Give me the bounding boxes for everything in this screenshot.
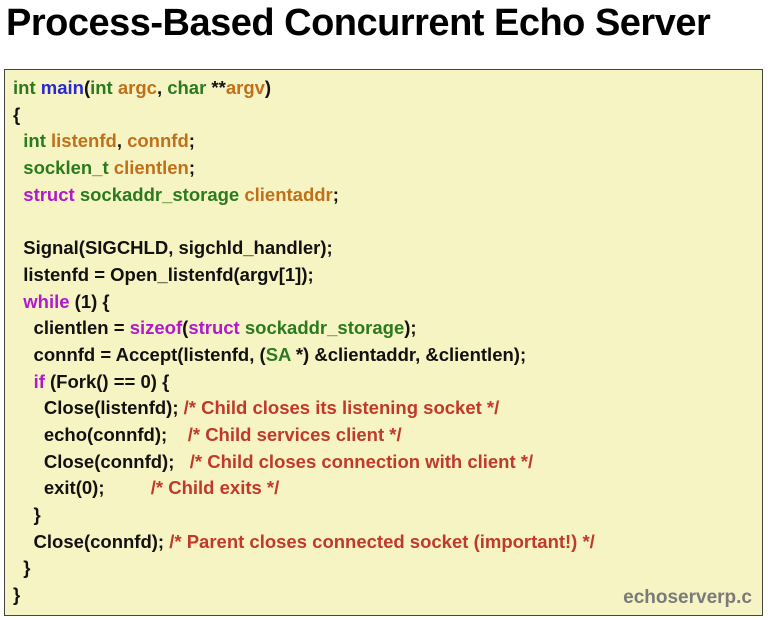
code-token: argv bbox=[225, 77, 265, 98]
code-line: echo(connfd); /* Child services client *… bbox=[13, 422, 595, 449]
code-line: struct sockaddr_storage clientaddr; bbox=[13, 182, 595, 209]
slide-title: Process-Based Concurrent Echo Server bbox=[6, 2, 711, 44]
code-token: *) &clientaddr, &clientlen); bbox=[290, 343, 527, 365]
code-line: clientlen = sizeof(struct sockaddr_stora… bbox=[13, 315, 595, 342]
code-line: Signal(SIGCHLD, sigchld_handler); bbox=[13, 235, 595, 262]
code-token: , bbox=[156, 77, 168, 98]
code-token: ** bbox=[206, 77, 226, 98]
code-token: } bbox=[13, 557, 31, 579]
code-line: int main(int argc, char **argv) bbox=[13, 75, 595, 102]
code-token: { bbox=[13, 103, 21, 125]
code-comment: /* Child exits */ bbox=[150, 477, 280, 499]
code-line: listenfd = Open_listenfd(argv[1]); bbox=[13, 262, 595, 289]
code-token: sockaddr_storage bbox=[244, 317, 405, 339]
code-token: clientlen = bbox=[13, 317, 130, 339]
code-block: int main(int argc, char **argv){ int lis… bbox=[4, 69, 763, 616]
code-token: sizeof bbox=[129, 317, 183, 339]
code-line: exit(0); /* Child exits */ bbox=[13, 475, 595, 502]
code-token: struct bbox=[188, 317, 240, 339]
code-line: socklen_t clientlen; bbox=[13, 155, 595, 182]
code-line: } bbox=[13, 582, 595, 609]
code-line: Close(listenfd); /* Child closes its lis… bbox=[13, 395, 595, 422]
code-listing: int main(int argc, char **argv){ int lis… bbox=[13, 75, 595, 609]
code-token: listenfd bbox=[51, 130, 117, 152]
code-token bbox=[13, 291, 23, 312]
code-comment: /* Child closes connection with client *… bbox=[189, 450, 534, 472]
code-line: connfd = Accept(listenfd, (SA *) &client… bbox=[13, 342, 595, 369]
code-line: Close(connfd); /* Parent closes connecte… bbox=[13, 529, 595, 556]
code-token bbox=[13, 371, 34, 392]
code-comment: /* Child closes its listening socket */ bbox=[183, 397, 500, 419]
code-token: int bbox=[90, 77, 113, 98]
code-line: int listenfd, connfd; bbox=[13, 128, 595, 155]
code-token: while bbox=[23, 290, 70, 312]
code-token: } bbox=[13, 584, 21, 606]
code-comment: /* Parent closes connected socket (impor… bbox=[169, 530, 595, 552]
code-token: ); bbox=[404, 317, 417, 339]
code-token: clientlen bbox=[113, 157, 189, 179]
code-line: { bbox=[13, 102, 595, 129]
code-token: connfd = Accept(listenfd, ( bbox=[13, 343, 266, 365]
code-token: char bbox=[167, 77, 207, 98]
code-token: main bbox=[40, 77, 84, 98]
code-line: while (1) { bbox=[13, 289, 595, 316]
code-token bbox=[13, 184, 23, 205]
code-token: Close(connfd); bbox=[13, 450, 190, 472]
code-token: listenfd = Open_listenfd(argv[1]); bbox=[13, 263, 314, 285]
code-token bbox=[13, 157, 23, 178]
code-token: ; bbox=[332, 183, 339, 205]
code-token: Close(connfd); bbox=[13, 530, 170, 552]
code-token: int bbox=[13, 77, 36, 98]
code-comment: /* Child services client */ bbox=[187, 423, 402, 445]
code-token: exit(0); bbox=[13, 477, 151, 499]
code-token: if bbox=[33, 370, 45, 392]
code-token: socklen_t bbox=[23, 157, 109, 179]
code-token: ; bbox=[188, 130, 195, 152]
code-line: } bbox=[13, 555, 595, 582]
code-line: Close(connfd); /* Child closes connectio… bbox=[13, 449, 595, 476]
code-token: (1) { bbox=[69, 290, 110, 312]
code-token: , bbox=[116, 130, 128, 152]
code-token: ( bbox=[83, 77, 91, 98]
code-token: Signal(SIGCHLD, sigchld_handler); bbox=[13, 237, 333, 259]
code-line: } bbox=[13, 502, 595, 529]
code-token: ) bbox=[264, 77, 272, 98]
code-token: struct bbox=[23, 183, 75, 205]
code-token: sockaddr_storage bbox=[79, 183, 240, 205]
code-line: if (Fork() == 0) { bbox=[13, 369, 595, 396]
code-token: SA bbox=[265, 343, 291, 365]
code-token: argc bbox=[117, 77, 157, 98]
code-token bbox=[13, 130, 23, 151]
code-token: (Fork() == 0) { bbox=[44, 370, 170, 392]
source-filename: echoserverp.c bbox=[623, 587, 752, 608]
code-token: } bbox=[13, 504, 41, 525]
code-token: ; bbox=[188, 157, 196, 179]
code-token: int bbox=[23, 130, 46, 152]
code-line bbox=[13, 208, 595, 235]
code-token: clientaddr bbox=[244, 183, 333, 205]
code-token: connfd bbox=[127, 130, 189, 152]
code-token: ( bbox=[182, 317, 189, 339]
code-token: echo(connfd); bbox=[13, 423, 188, 445]
code-token: Close(listenfd); bbox=[13, 397, 184, 419]
